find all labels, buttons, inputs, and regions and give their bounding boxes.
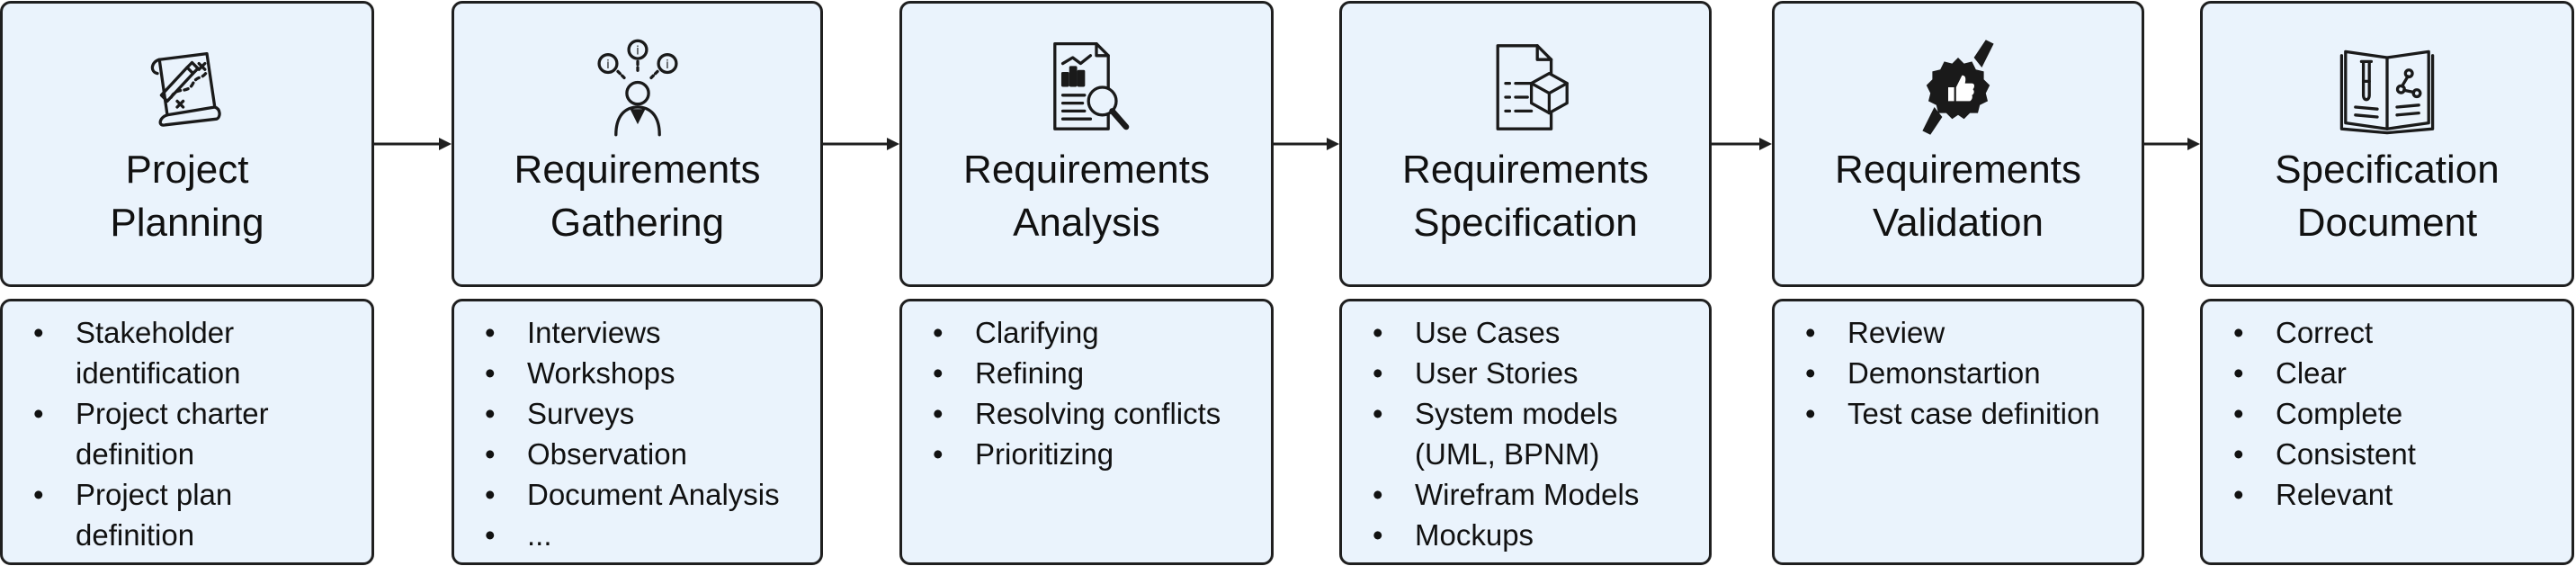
activity-item: Test case definition <box>1805 393 2131 434</box>
activity-item: Consistent <box>2233 434 2561 474</box>
document-magnifier-icon <box>1037 38 1136 137</box>
stage-title-line: Document <box>2296 201 2478 245</box>
activity-item: User Stories <box>1373 353 1698 393</box>
stage-activities-card: Use CasesUser StoriesSystem models(UML, … <box>1339 299 1712 565</box>
flow-arrow <box>1274 138 1339 150</box>
activity-list: StakeholderidentificationProject charter… <box>33 312 361 555</box>
activity-item: Resolving conflicts <box>933 393 1260 434</box>
activity-item: Refining <box>933 353 1260 393</box>
stage-title-line: Requirements <box>514 148 761 192</box>
activity-list: CorrectClearCompleteConsistentRelevant <box>2233 312 2561 515</box>
activity-item: Observation <box>485 434 809 474</box>
activity-list: ReviewDemonstartionTest case definition <box>1805 312 2131 434</box>
flow-arrow <box>2144 138 2200 150</box>
stage-title-line: Requirements <box>963 148 1210 192</box>
activity-item: Mockups <box>1373 515 1698 555</box>
svg-text:i: i <box>606 58 610 72</box>
activity-item: Document Analysis <box>485 474 809 515</box>
activity-item: Prioritizing <box>933 434 1260 474</box>
open-book-icon <box>2338 38 2437 137</box>
stage-title-line: Requirements <box>1835 148 2081 192</box>
flow-arrow <box>1712 138 1772 150</box>
activity-item: Interviews <box>485 312 809 353</box>
activity-item: Clear <box>2233 353 2561 393</box>
stage-title-line: Project <box>125 148 249 192</box>
stage-activities-card: ClarifyingRefiningResolving conflictsPri… <box>899 299 1274 565</box>
stage-title-line: Validation <box>1873 201 2044 245</box>
stage-title-line: Analysis <box>1013 201 1160 245</box>
svg-text:i: i <box>666 58 669 72</box>
activity-list: Use CasesUser StoriesSystem models(UML, … <box>1373 312 1698 555</box>
stage-title-line: Gathering <box>550 201 725 245</box>
document-cube-icon <box>1476 38 1575 137</box>
person-info-icon: i i i <box>588 38 687 137</box>
stage-activities-card: InterviewsWorkshopsSurveysObservationDoc… <box>452 299 823 565</box>
stage-title-line: Requirements <box>1402 148 1649 192</box>
stage-title-line: Specification <box>1413 201 1638 245</box>
activity-list: ClarifyingRefiningResolving conflictsPri… <box>933 312 1260 474</box>
activity-item: Use Cases <box>1373 312 1698 353</box>
svg-text:i: i <box>636 45 640 58</box>
flow-arrow <box>823 138 899 150</box>
activity-item: ... <box>485 515 809 555</box>
planning-map-icon <box>138 38 237 137</box>
activity-item: Relevant <box>2233 474 2561 515</box>
stage-title-line: Specification <box>2275 148 2500 192</box>
activity-item: System models(UML, BPNM) <box>1373 393 1698 474</box>
activity-item: Review <box>1805 312 2131 353</box>
activity-item: Complete <box>2233 393 2561 434</box>
stage-title-line: Planning <box>110 201 264 245</box>
flow-arrow <box>374 138 452 150</box>
activity-item: Surveys <box>485 393 809 434</box>
stage-activities-card: ReviewDemonstartionTest case definition <box>1772 299 2144 565</box>
activity-item: Correct <box>2233 312 2561 353</box>
stage-activities-card: CorrectClearCompleteConsistentRelevant <box>2200 299 2574 565</box>
activity-item: Clarifying <box>933 312 1260 353</box>
activity-item: Demonstartion <box>1805 353 2131 393</box>
thumbs-up-badge-icon <box>1909 38 2008 137</box>
activity-item: Wirefram Models <box>1373 474 1698 515</box>
activity-list: InterviewsWorkshopsSurveysObservationDoc… <box>485 312 809 555</box>
stage-activities-card: StakeholderidentificationProject charter… <box>0 299 374 565</box>
activity-item: Workshops <box>485 353 809 393</box>
